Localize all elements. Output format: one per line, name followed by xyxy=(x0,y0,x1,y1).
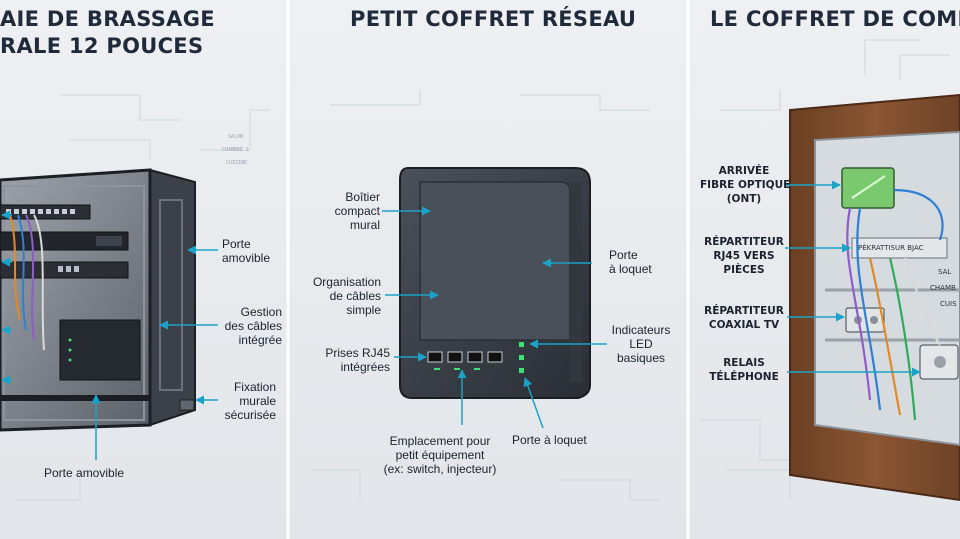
label-porte-loquet-bottom: Porte à loquet xyxy=(512,433,587,447)
middle-title: PETIT COFFRET RÉSEAU xyxy=(350,7,637,31)
label-repartiteur-coax: RÉPARTITEUR COAXIAL TV xyxy=(704,305,784,331)
inner-room-cuis: CUIS xyxy=(940,300,957,308)
label-porte-amovible-bottom: Porte amovible xyxy=(44,466,125,480)
label-repartiteur-rj45: RÉPARTITEUR RJ45 VERS PIÈCES xyxy=(704,236,784,276)
label-organisation-cables: Organisation de câbles simple xyxy=(312,275,381,317)
bg-room-chambre: CHAMBRE 1 xyxy=(222,147,250,153)
inner-room-chamb: CHAMB xyxy=(930,284,956,292)
label-emplacement: Emplacement pour petit équipement (ex: s… xyxy=(383,434,497,476)
label-prises-rj45: Prises RJ45 intégrées xyxy=(325,346,390,374)
left-title-line1: AIE DE BRASSAGE xyxy=(0,7,215,31)
inner-room-sal: SAL xyxy=(938,268,952,276)
right-title: LE COFFRET DE COMM xyxy=(710,7,960,31)
label-fixation-murale: Fixation murale sécurisée xyxy=(224,380,276,422)
inner-panel-label: PÉKRATTISUR BJAC xyxy=(858,244,924,252)
bg-room-cuisine: CUISINE xyxy=(226,160,248,166)
label-indicateurs-led: Indicateurs LED basiques xyxy=(611,323,671,365)
network-box xyxy=(399,167,591,399)
callout-arrows xyxy=(1,180,921,460)
label-gestion-cables: Gestion des câbles intégrée xyxy=(224,305,282,347)
label-porte-loquet-right: Porte à loquet xyxy=(609,248,652,276)
label-arrivee-fibre: ARRIVÉE FIBRE OPTIQUE (ONT) xyxy=(700,165,791,205)
bg-room-salon: SALON xyxy=(228,134,244,140)
comm-box xyxy=(789,93,960,502)
left-title-line2: RALE 12 POUCES xyxy=(0,34,204,58)
label-boitier-compact: Boîtier compact mural xyxy=(334,190,380,232)
label-relais-telephone: RELAIS TÉLÉPHONE xyxy=(709,357,779,383)
label-porte-amovible-right: Porte amovible xyxy=(222,237,271,265)
rack-cabinet xyxy=(0,168,196,432)
